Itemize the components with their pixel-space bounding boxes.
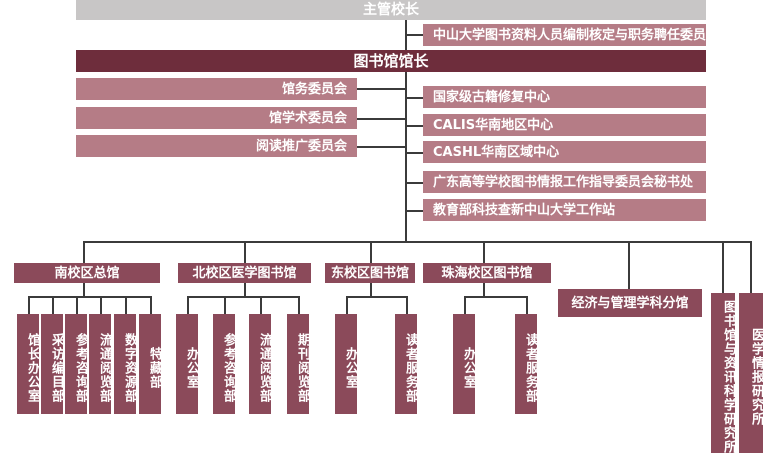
north-dept-4: 期刊阅览部 xyxy=(287,314,310,414)
east-dept-2: 读者服务部 xyxy=(395,314,418,414)
unit-calis: CALIS华南地区中心 xyxy=(423,114,706,136)
connector-left-2 xyxy=(357,118,405,120)
north-drop-4 xyxy=(298,296,300,314)
unit-novelty-search: 教育部科技查新中山大学工作站 xyxy=(423,199,706,221)
south-dept-4: 流通阅览部 xyxy=(89,314,112,414)
north-dept-3: 流通阅览部 xyxy=(249,314,272,414)
east-drop-1 xyxy=(346,296,348,314)
south-dept-3: 参考咨询部 xyxy=(65,314,88,414)
unit-ancient-books: 国家级古籍修复中心 xyxy=(423,86,706,108)
medical-info-institute: 医学情报研究所 xyxy=(739,293,764,453)
north-stem xyxy=(244,283,246,297)
connector-head-trunk xyxy=(405,72,407,242)
zhuhai-drop-1 xyxy=(464,296,466,314)
committee-academic: 馆学术委员会 xyxy=(76,107,357,129)
south-dept-1: 馆长办公室 xyxy=(17,314,40,414)
connector-right-5 xyxy=(405,210,423,212)
south-drop-4 xyxy=(100,296,102,314)
south-drop-1 xyxy=(28,296,30,314)
drop-east xyxy=(370,241,372,263)
zhuhai-stem xyxy=(483,283,485,297)
connector-right-3 xyxy=(405,152,423,154)
branch-east: 东校区图书馆 xyxy=(325,263,415,283)
north-dept-2: 参考咨询部 xyxy=(213,314,236,414)
south-stem xyxy=(83,283,85,297)
north-drop-1 xyxy=(187,296,189,314)
connector-committee xyxy=(405,34,423,36)
committee-reading: 阅读推广委员会 xyxy=(76,135,357,157)
east-drop-2 xyxy=(406,296,408,314)
drop-research xyxy=(722,241,724,293)
connector-right-1 xyxy=(405,97,423,99)
connector-left-3 xyxy=(357,146,405,148)
drop-medinfo xyxy=(750,241,752,293)
south-dept-6: 特藏部 xyxy=(139,314,162,414)
drop-zhuhai xyxy=(483,241,485,263)
south-drop-5 xyxy=(125,296,127,314)
zhuhai-dept-1: 办公室 xyxy=(453,314,476,414)
south-dept-5: 数字资源部 xyxy=(114,314,137,414)
north-drop-3 xyxy=(260,296,262,314)
branch-zhuhai: 珠海校区图书馆 xyxy=(423,263,551,283)
east-bar xyxy=(346,296,408,298)
connector-branch-bar xyxy=(83,241,751,243)
staffing-committee-box: 中山大学图书资料人员编制核定与职务聘任委员会 xyxy=(423,24,719,46)
branch-econ: 经济与管理学科分馆 xyxy=(558,289,702,317)
unit-cashl: CASHL华南区域中心 xyxy=(423,141,706,163)
zhuhai-dept-2: 读者服务部 xyxy=(515,314,538,414)
east-dept-1: 办公室 xyxy=(335,314,358,414)
research-institute: 图书馆与资讯科学研究所 xyxy=(711,293,736,454)
drop-econ xyxy=(628,241,630,289)
unit-guangdong-secretariat: 广东高等学校图书情报工作指导委员会秘书处 xyxy=(423,171,706,193)
south-drop-6 xyxy=(150,296,152,314)
zhuhai-drop-2 xyxy=(526,296,528,314)
connector-left-1 xyxy=(357,88,405,90)
south-dept-2: 采访编目部 xyxy=(41,314,64,414)
director-box: 主管校长 xyxy=(76,0,706,20)
zhuhai-bar xyxy=(464,296,528,298)
connector-right-4 xyxy=(405,182,423,184)
north-bar xyxy=(187,296,300,298)
branch-south: 南校区总馆 xyxy=(14,263,160,283)
east-stem xyxy=(370,283,372,297)
committee-affairs: 馆务委员会 xyxy=(76,78,357,100)
north-dept-1: 办公室 xyxy=(176,314,199,414)
drop-north xyxy=(244,241,246,263)
drop-south xyxy=(83,241,85,263)
connector-right-2 xyxy=(405,125,423,127)
south-drop-2 xyxy=(52,296,54,314)
south-drop-3 xyxy=(76,296,78,314)
south-bar xyxy=(28,296,150,298)
library-director-box: 图书馆馆长 xyxy=(76,50,706,72)
branch-north: 北校区医学图书馆 xyxy=(178,263,311,283)
north-drop-2 xyxy=(224,296,226,314)
